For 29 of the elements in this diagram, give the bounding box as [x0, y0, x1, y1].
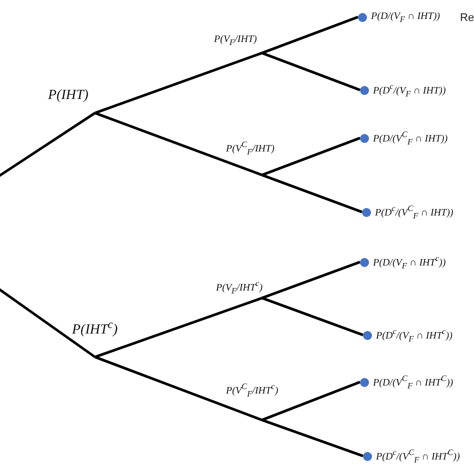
branch-probability: P(IHT): [48, 88, 88, 104]
outcome-probability: P(D/(V$^{C}$$_{F}$ ∩ IHT)): [373, 130, 448, 146]
tree-branch: [94, 52, 262, 114]
outcome-probability: P(D/(V$_{F}$ ∩ IHT$^{c}$)): [373, 254, 446, 270]
branch-probability: P(V$^{C}$$_{F}$/IHT$^{c}$): [226, 382, 278, 398]
branch-probability: P(IHT$^{c}$): [72, 318, 118, 339]
tree-branch: [262, 52, 360, 92]
outcome-probability: P(D$^{c}$/(V$^{C}$$_{F}$ ∩ IHT)): [375, 204, 454, 220]
tree-branch: [262, 296, 364, 336]
tree-branch: [0, 112, 96, 180]
outcome-probability: P(D$^{c}$/(V$_{F}$ ∩ IHT)): [373, 82, 446, 98]
branch-probability: P(V$_{F}$/IHT$^{c}$): [216, 279, 263, 296]
outcome-probability: P(D/(V$_{F}$ ∩ IHT)): [371, 10, 440, 24]
tree-branch: [262, 380, 360, 422]
branch-probability: P(V$^{C}$$_{F}$/IHT): [226, 140, 274, 156]
tree-branch: [0, 286, 96, 358]
tree-branch: [94, 112, 262, 176]
tree-branch: [262, 418, 364, 458]
tree-branch: [94, 356, 262, 422]
outcome-probability: P(D/(V$^{C}$$_{F}$ ∩ IHT$^{C}$)): [373, 374, 454, 390]
note-text: Re: [460, 12, 474, 24]
tree-branch: [262, 174, 362, 214]
tree-branch: [262, 136, 360, 176]
branch-probability: P(V$_{F}$/IHT): [214, 34, 257, 47]
outcome-probability: P(D$^{c}$/(V$^{C}$$_{F}$ ∩ IHT$^{C}$)): [376, 448, 460, 464]
outcome-probability: P(D$^{c}$/(V$_{F}$ ∩ IHT$^{c}$)): [376, 326, 452, 344]
tree-branch: [262, 260, 360, 300]
tree-branch: [94, 296, 262, 358]
tree-branch: [262, 16, 358, 54]
